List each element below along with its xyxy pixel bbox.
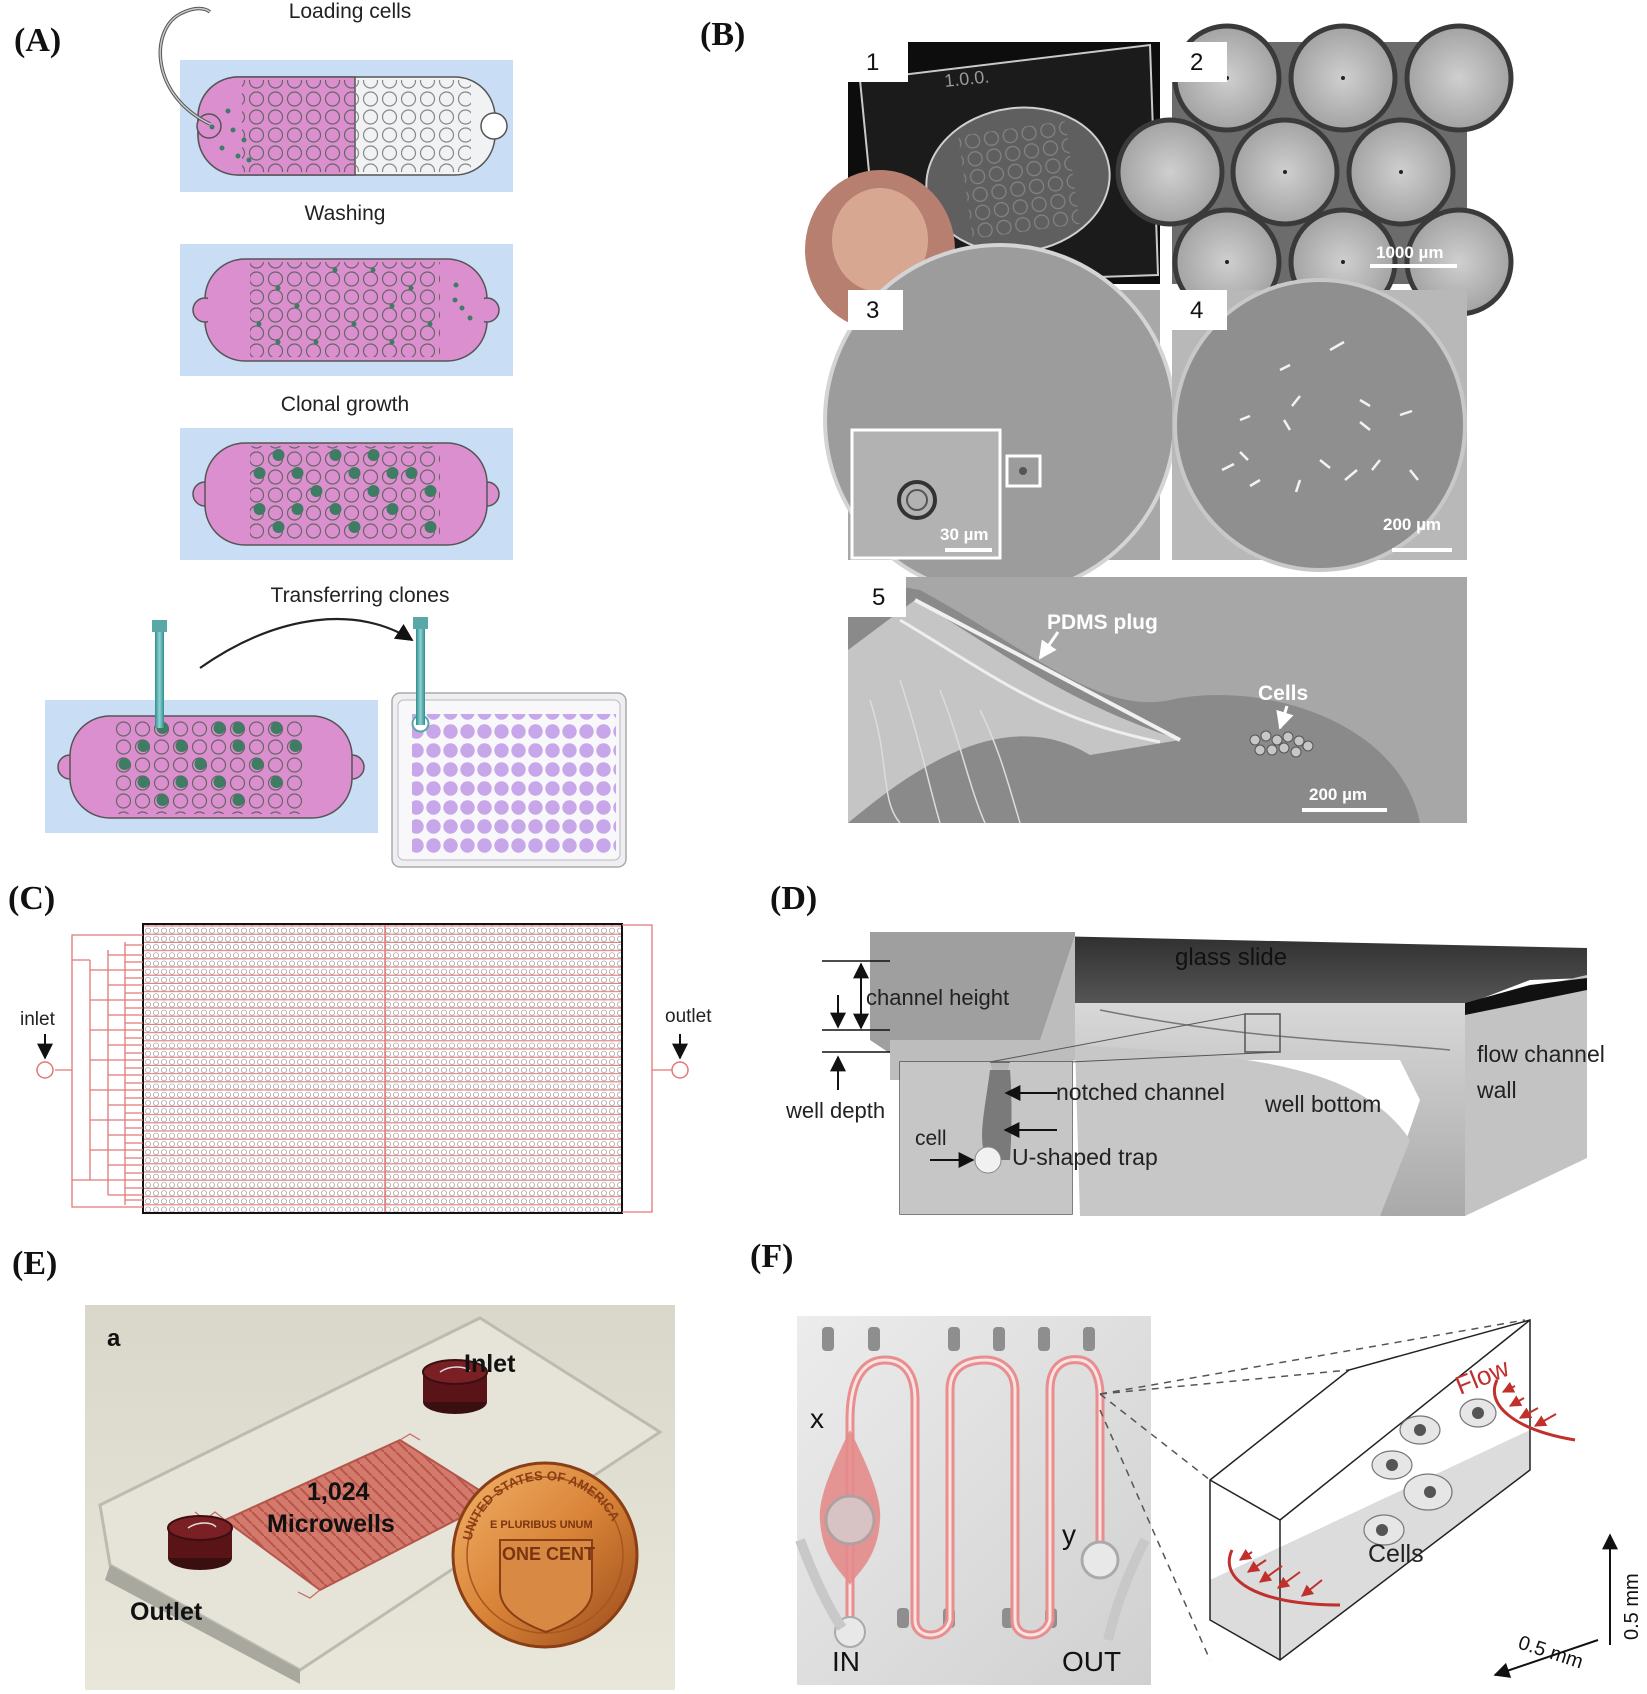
step-clonal-growth: Clonal growth <box>280 393 410 416</box>
f-in-label: IN <box>832 1646 860 1677</box>
e-outlet-label: Outlet <box>130 1598 203 1626</box>
panel-e: UNITED STATES OF AMERICA E PLURIBUS UNUM… <box>85 1305 675 1690</box>
step-loading-cells: Loading cells <box>288 0 412 23</box>
transfer-arrow-icon <box>199 618 414 669</box>
f-depth-axis-arrow-icon <box>1493 1639 1599 1678</box>
c-outlet-line <box>622 924 672 1213</box>
b2-label: 2 <box>1190 49 1203 76</box>
f-vertical-dim-label: 0.5 mm <box>1621 1573 1643 1640</box>
panel-f: x y IN OUT <box>795 1316 1643 1685</box>
b1-photo: 1.0.0. 1 <box>805 42 1160 330</box>
d-u-trap-label: U-shaped trap <box>1012 1144 1158 1170</box>
panel-label-f: (F) <box>750 1238 794 1275</box>
step-transferring-clones: Transferring clones <box>270 584 450 607</box>
d-inset <box>899 1061 1073 1215</box>
c-microwell-array <box>142 923 623 1214</box>
panel-b: 1.0.0. 1 2 1000 µm 3 <box>805 23 1514 824</box>
f-flow-curve-2 <box>1227 1549 1341 1607</box>
f-x-label: x <box>810 1403 824 1434</box>
panel-c: inlet outlet <box>20 923 712 1214</box>
b4-micrograph: 4 200 µm <box>1172 278 1467 572</box>
e-sub-label: a <box>107 1325 121 1352</box>
pipette-tip-plate-icon <box>416 625 425 725</box>
e-count-label: 1,024 <box>307 1478 370 1506</box>
d-well-bottom-label: well bottom <box>1264 1091 1381 1117</box>
f-zoom-lines <box>1099 1319 1526 1661</box>
b3-label: 3 <box>866 297 879 324</box>
pdms-plug-label: PDMS plug <box>1047 611 1158 634</box>
panel-label-c: (C) <box>8 880 56 917</box>
b3-micrograph: 3 30 µm <box>823 243 1177 597</box>
c-outlet-port <box>671 1061 689 1079</box>
f-flow-label: Flow <box>1451 1352 1513 1400</box>
e-coin-value: ONE CENT <box>502 1544 595 1564</box>
d-glass-slide-label: glass slide <box>1175 944 1287 971</box>
c-outlet-label: outlet <box>665 1006 712 1027</box>
b1-plate-text: 1.0.0. <box>943 66 990 91</box>
b2-scale-text: 1000 µm <box>1376 243 1443 262</box>
transfer-chip <box>45 620 378 833</box>
d-notched-channel-label: notched channel <box>1056 1079 1225 1105</box>
clonal-growth-chip <box>180 428 513 560</box>
b5-cells-label: Cells <box>1258 682 1308 705</box>
f-cells-label: Cells <box>1368 1540 1424 1568</box>
b5-label: 5 <box>872 584 885 611</box>
b3-scale-text: 30 µm <box>940 525 989 544</box>
c-inlet-label: inlet <box>20 1009 56 1030</box>
b5-scale-text: 200 µm <box>1309 785 1367 804</box>
pipette-tip-icon <box>155 628 164 728</box>
f-y-label: y <box>1062 1519 1076 1550</box>
d-cell-label: cell <box>915 1127 947 1150</box>
panel-a <box>45 6 627 868</box>
b2-micrograph: 2 1000 µm <box>1115 23 1514 317</box>
e-microwells-label: Microwells <box>267 1510 395 1538</box>
e-penny: UNITED STATES OF AMERICA E PLURIBUS UNUM… <box>451 1461 639 1649</box>
panel-d: glass slide channel height well depth we… <box>785 932 1605 1216</box>
e-inlet-label: Inlet <box>464 1350 516 1378</box>
b4-label: 4 <box>1190 297 1203 324</box>
d-well-depth-label: well depth <box>785 1098 885 1123</box>
c-inlet-port <box>36 1061 54 1079</box>
d-flow-channel-label: flow channel <box>1477 1041 1605 1067</box>
loading-chip <box>158 6 513 192</box>
step-washing: Washing <box>304 202 386 225</box>
b3-zoom-box <box>1005 454 1042 488</box>
f-out-label: OUT <box>1062 1646 1121 1677</box>
b4-scale-text: 200 µm <box>1383 515 1441 534</box>
well-plate-96 <box>391 617 627 868</box>
panel-label-a: (A) <box>14 22 62 59</box>
panel-label-d: (D) <box>770 880 818 917</box>
f-depth-dim-label: 0.5 mm <box>1515 1632 1585 1674</box>
b5-micrograph: 5 PDMS plug Cells 200 µm <box>848 577 1467 824</box>
b1-label: 1 <box>866 49 879 76</box>
f-channel-box: Flow Cells <box>1209 1319 1576 1661</box>
d-zoom-box <box>1244 1013 1281 1053</box>
f-flow-curve-1 <box>1492 1379 1576 1442</box>
d-wall-label: wall <box>1476 1077 1517 1103</box>
e-coin-motto: E PLURIBUS UNUM <box>490 1519 593 1531</box>
b1-well-array <box>958 120 1080 239</box>
washing-chip <box>180 244 513 376</box>
panel-label-b: (B) <box>700 16 746 53</box>
d-channel-height-label: channel height <box>866 985 1009 1010</box>
panel-label-e: (E) <box>12 1245 58 1282</box>
c-inlet-tree <box>55 934 143 1208</box>
